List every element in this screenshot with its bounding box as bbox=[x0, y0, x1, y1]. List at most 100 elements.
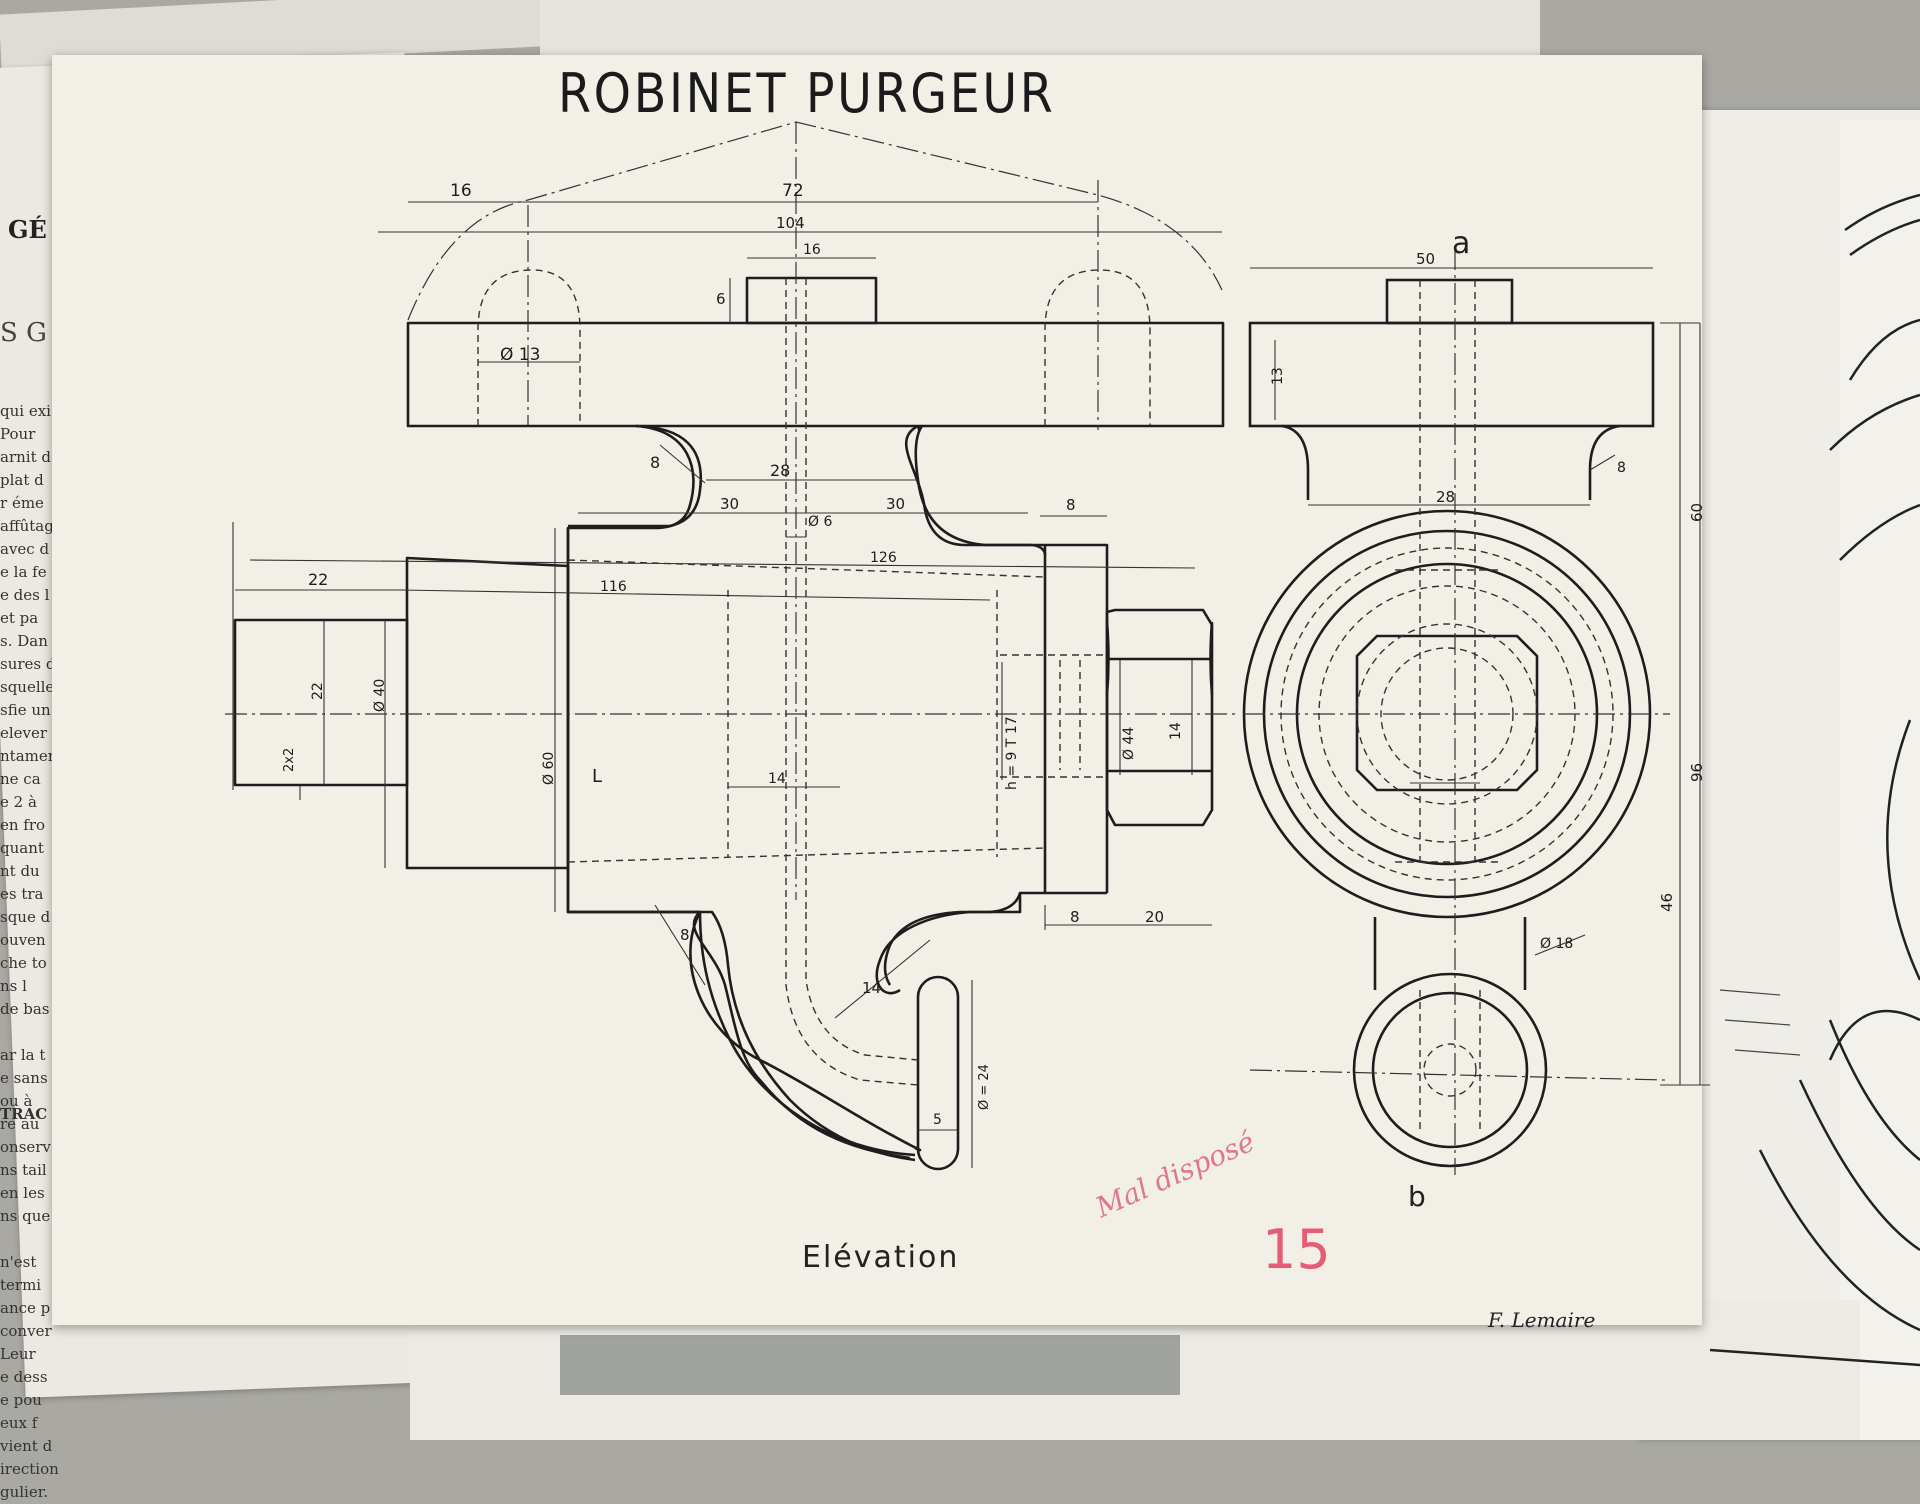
side-view-dimension-lines bbox=[1250, 267, 1710, 1086]
dim-13: 13 bbox=[1270, 367, 1286, 385]
elevation-hidden-lines bbox=[477, 269, 1151, 1086]
dim-46: 46 bbox=[1658, 893, 1676, 912]
background-text-line: gulier. bbox=[0, 1483, 49, 1501]
dim-8e: 8 bbox=[680, 926, 690, 944]
dim-L: L bbox=[592, 766, 602, 787]
background-text-line: n'est bbox=[0, 1253, 37, 1271]
background-text-line: e sans bbox=[0, 1069, 48, 1087]
background-text-line: ntamer bbox=[0, 747, 55, 765]
technical-drawing: 16 72 104 16 6 Ø 13 8 28 30 30 Ø 6 8 126… bbox=[225, 121, 1710, 1175]
dim-28b: 28 bbox=[1436, 488, 1455, 506]
dim-22v: 22 bbox=[310, 682, 326, 700]
background-heading-ge: GÉ bbox=[8, 215, 47, 244]
background-text-line: quant bbox=[0, 839, 44, 857]
dim-8b: 8 bbox=[1066, 496, 1076, 514]
dim-126: 126 bbox=[870, 550, 897, 566]
background-paper-right-edge bbox=[1840, 120, 1920, 1440]
background-text-line: en fro bbox=[0, 816, 46, 834]
dim-72: 72 bbox=[782, 181, 804, 201]
background-text-line: ou à bbox=[0, 1092, 33, 1110]
background-text-line: ar la t bbox=[0, 1046, 46, 1064]
background-text-line: sfie un bbox=[0, 701, 51, 719]
dim-14c: 14 bbox=[862, 979, 881, 997]
grade-mark: 15 bbox=[1262, 1218, 1331, 1281]
dim-22: 22 bbox=[308, 570, 328, 589]
background-text-line: sures d bbox=[0, 655, 56, 673]
background-text-line: termi bbox=[0, 1276, 42, 1294]
background-text-line: affûtag bbox=[0, 517, 54, 535]
background-text-line: conver bbox=[0, 1322, 52, 1340]
background-text-line: ouven bbox=[0, 931, 46, 949]
dim-50: 50 bbox=[1416, 250, 1435, 268]
background-text-line: onserv bbox=[0, 1138, 51, 1156]
background-text-line: r éme bbox=[0, 494, 44, 512]
dim-30a: 30 bbox=[720, 495, 739, 513]
dim-phi18: Ø 18 bbox=[1540, 936, 1573, 952]
background-text-line: squelle bbox=[0, 678, 55, 696]
drawing-sheet bbox=[52, 55, 1702, 1325]
background-text-line: irection bbox=[0, 1460, 59, 1478]
dim-phi44: Ø 44 bbox=[1121, 727, 1137, 760]
background-text-line: e des l bbox=[0, 586, 50, 604]
background-text-line: Leur bbox=[0, 1345, 36, 1363]
dim-14: 14 bbox=[768, 771, 786, 787]
dim-phi6: Ø 6 bbox=[808, 514, 832, 530]
side-view-centre-lines bbox=[1243, 248, 1670, 1175]
background-text-line: e dess bbox=[0, 1368, 48, 1386]
background-text-line: Pour bbox=[0, 425, 36, 443]
background-text-line: re au bbox=[0, 1115, 40, 1133]
background-heading-trac: TRAC bbox=[0, 1105, 48, 1123]
elevation-dimension-lines bbox=[232, 201, 1222, 1168]
dim-104: 104 bbox=[776, 214, 805, 232]
background-text-line: ns tail bbox=[0, 1161, 47, 1179]
side-view-hidden-lines bbox=[1280, 280, 1614, 1130]
dim-2x2: 2x2 bbox=[282, 748, 297, 772]
dim-14b: 14 bbox=[1168, 722, 1184, 740]
dimension-labels: 16 72 104 16 6 Ø 13 8 28 30 30 Ø 6 8 126… bbox=[282, 181, 1706, 1128]
background-text-line: s. Dan bbox=[0, 632, 48, 650]
background-text-line: en les bbox=[0, 1184, 45, 1202]
background-text-line: eux f bbox=[0, 1414, 38, 1432]
dim-16: 16 bbox=[450, 181, 472, 201]
dim-60: 60 bbox=[1688, 503, 1706, 522]
section-label-b: b bbox=[1408, 1180, 1426, 1213]
dim-phi40: Ø 40 bbox=[372, 679, 388, 712]
background-text-line: qui exi bbox=[0, 402, 51, 420]
background-text-line: ance p bbox=[0, 1299, 51, 1317]
background-text-line: e pou bbox=[0, 1391, 42, 1409]
background-text-line: arnit d bbox=[0, 448, 51, 466]
dim-116: 116 bbox=[600, 579, 627, 595]
dim-28: 28 bbox=[770, 461, 790, 480]
background-text-line: sque d bbox=[0, 908, 51, 926]
background-text-line: es tra bbox=[0, 885, 44, 903]
dim-8d: 8 bbox=[1617, 460, 1626, 476]
background-text-line: che to bbox=[0, 954, 47, 972]
dim-6: 6 bbox=[716, 290, 726, 308]
dim-h: h = 9 T 17 bbox=[1004, 716, 1020, 790]
background-text-line: ns que bbox=[0, 1207, 51, 1225]
dim-8c: 8 bbox=[1070, 908, 1080, 926]
tape-strip bbox=[560, 1335, 1180, 1395]
dim-phi60: Ø 60 bbox=[541, 752, 557, 785]
elevation-outline bbox=[233, 276, 1225, 1171]
dim-20: 20 bbox=[1145, 908, 1164, 926]
background-text-line: et pa bbox=[0, 609, 39, 627]
dim-96: 96 bbox=[1688, 763, 1706, 782]
background-text-line: ns l bbox=[0, 977, 27, 995]
background-text-line: plat d bbox=[0, 471, 44, 489]
drawing-title: ROBINET PURGEUR bbox=[558, 62, 1056, 125]
background-text-line: de bas bbox=[0, 1000, 50, 1018]
side-view-outline bbox=[1242, 278, 1655, 1168]
dim-phi24: Ø = 24 bbox=[977, 1064, 992, 1110]
view-caption: Elévation bbox=[802, 1240, 960, 1275]
background-drawing-curves bbox=[1709, 193, 1920, 1367]
dim-phi13: Ø 13 bbox=[500, 345, 540, 365]
background-text-line: nt du bbox=[0, 862, 40, 880]
signature: F. Lemaire bbox=[1488, 1308, 1596, 1332]
background-text-line: elever bbox=[0, 724, 48, 742]
elevation-body bbox=[568, 424, 1045, 1162]
background-text-line: e la fe bbox=[0, 563, 47, 581]
dim-5: 5 bbox=[933, 1112, 942, 1128]
background-heading-s: S G bbox=[0, 318, 47, 348]
background-text-line: e 2 à bbox=[0, 793, 37, 811]
